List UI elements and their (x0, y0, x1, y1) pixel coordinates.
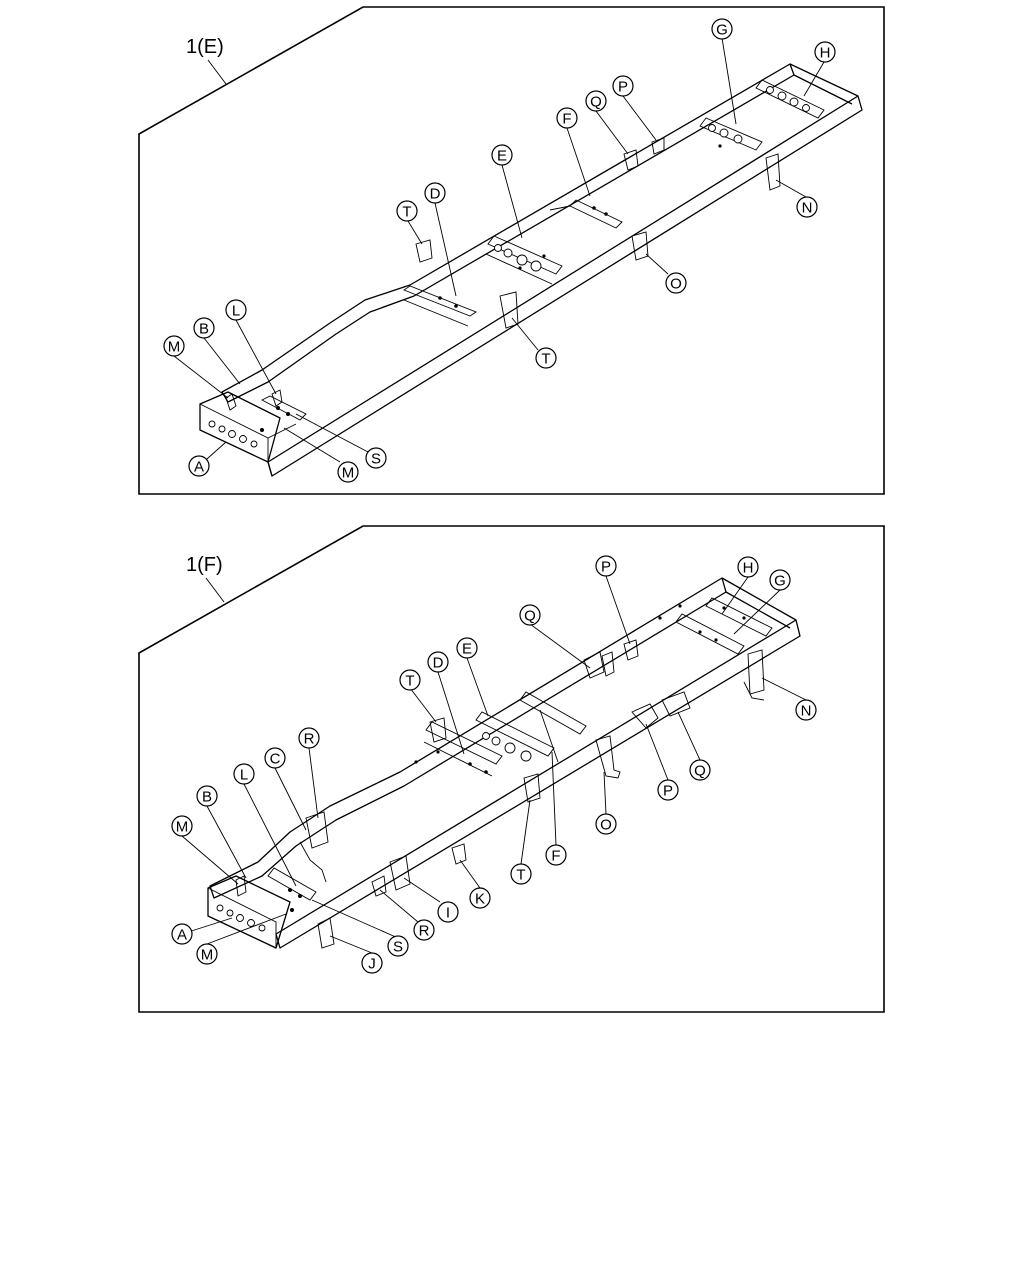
svg-text:M: M (168, 339, 181, 356)
callout-f-p-lower: P (657, 779, 679, 801)
callout-f-b: B (196, 785, 218, 807)
svg-text:M: M (201, 947, 214, 964)
callout-f-t-lower: T (510, 863, 532, 885)
svg-text:E: E (462, 641, 472, 658)
callout-e-m-lower: M (337, 461, 359, 483)
svg-text:M: M (342, 465, 355, 482)
svg-text:L: L (232, 303, 240, 320)
callout-e-t-lower: T (535, 347, 557, 369)
svg-text:Q: Q (694, 763, 706, 780)
svg-text:R: R (304, 731, 315, 748)
callout-f-n: N (795, 699, 817, 721)
callout-f-r-upper: R (298, 727, 320, 749)
panel-f: 1(F) (138, 525, 885, 1013)
chassis-frame-e (199, 63, 863, 477)
callout-f-f: F (545, 844, 567, 866)
callout-e-h: H (814, 41, 836, 63)
callout-e-e: E (491, 144, 513, 166)
svg-text:K: K (475, 891, 485, 908)
callout-e-q: Q (585, 90, 607, 112)
svg-text:L: L (240, 767, 248, 784)
svg-text:O: O (670, 276, 682, 293)
callout-f-i: I (437, 901, 459, 923)
svg-text:C: C (270, 751, 281, 768)
callout-e-f: F (556, 107, 578, 129)
svg-text:H: H (820, 45, 831, 62)
svg-text:D: D (430, 186, 441, 203)
callout-f-q-lower: Q (689, 759, 711, 781)
svg-text:D: D (433, 655, 444, 672)
svg-text:Q: Q (590, 94, 602, 111)
svg-text:P: P (601, 559, 611, 576)
svg-text:P: P (663, 783, 673, 800)
callout-e-m-upper: M (163, 335, 185, 357)
callout-f-s: S (387, 935, 409, 957)
callout-f-c: C (264, 747, 286, 769)
svg-text:G: G (716, 22, 728, 39)
svg-text:F: F (551, 848, 560, 865)
svg-text:F: F (562, 111, 571, 128)
svg-text:A: A (194, 459, 204, 476)
callout-f-m-lower: M (196, 943, 218, 965)
callout-e-s: S (365, 447, 387, 469)
svg-text:M: M (176, 819, 189, 836)
panel-e: 1(E) (138, 6, 885, 495)
callout-f-e: E (456, 637, 478, 659)
panel-e-label: 1(E) (186, 36, 224, 58)
callout-f-h: H (737, 556, 759, 578)
callout-e-g: G (711, 18, 733, 40)
svg-text:B: B (202, 789, 212, 806)
callout-e-n: N (796, 196, 818, 218)
svg-text:T: T (541, 351, 550, 368)
panel-f-label: 1(F) (186, 554, 223, 576)
svg-text:I: I (446, 905, 450, 922)
callouts-f: A B C D E F G H I J K L M M N O P P Q Q … (171, 555, 817, 974)
svg-text:E: E (497, 148, 507, 165)
callout-e-a: A (188, 455, 210, 477)
panel-e-frame (138, 6, 885, 495)
svg-text:T: T (405, 673, 414, 690)
svg-text:T: T (402, 204, 411, 221)
panel-f-frame (138, 525, 885, 1013)
callout-f-l: L (233, 763, 255, 785)
callout-e-d: D (424, 182, 446, 204)
svg-text:N: N (802, 200, 813, 217)
callout-e-o: O (665, 272, 687, 294)
svg-text:S: S (371, 451, 381, 468)
callout-f-g: G (769, 569, 791, 591)
callout-e-t-upper: T (396, 200, 418, 222)
callout-f-t-upper: T (399, 669, 421, 691)
callout-f-j: J (361, 952, 383, 974)
svg-text:G: G (774, 573, 786, 590)
callout-f-k: K (469, 887, 491, 909)
svg-text:S: S (393, 939, 403, 956)
callout-f-r-lower: R (413, 919, 435, 941)
callout-f-m-upper: M (171, 815, 193, 837)
callout-f-a: A (171, 923, 193, 945)
chassis-frame-f (207, 577, 801, 949)
callout-e-b: B (193, 317, 215, 339)
svg-text:R: R (419, 923, 430, 940)
svg-text:N: N (801, 703, 812, 720)
svg-text:O: O (600, 817, 612, 834)
svg-text:B: B (199, 321, 209, 338)
svg-text:Q: Q (524, 608, 536, 625)
callout-e-l: L (225, 299, 247, 321)
svg-text:J: J (368, 956, 376, 973)
svg-text:T: T (516, 867, 525, 884)
callout-f-o: O (595, 813, 617, 835)
callout-e-p: P (612, 75, 634, 97)
svg-text:H: H (743, 560, 754, 577)
svg-text:A: A (177, 927, 187, 944)
callouts-e: A B D E F G H L M M N O P Q S T T (163, 18, 836, 483)
svg-text:P: P (618, 79, 628, 96)
callout-f-p-upper: P (595, 555, 617, 577)
callout-f-q-upper: Q (519, 604, 541, 626)
callout-f-d: D (427, 651, 449, 673)
